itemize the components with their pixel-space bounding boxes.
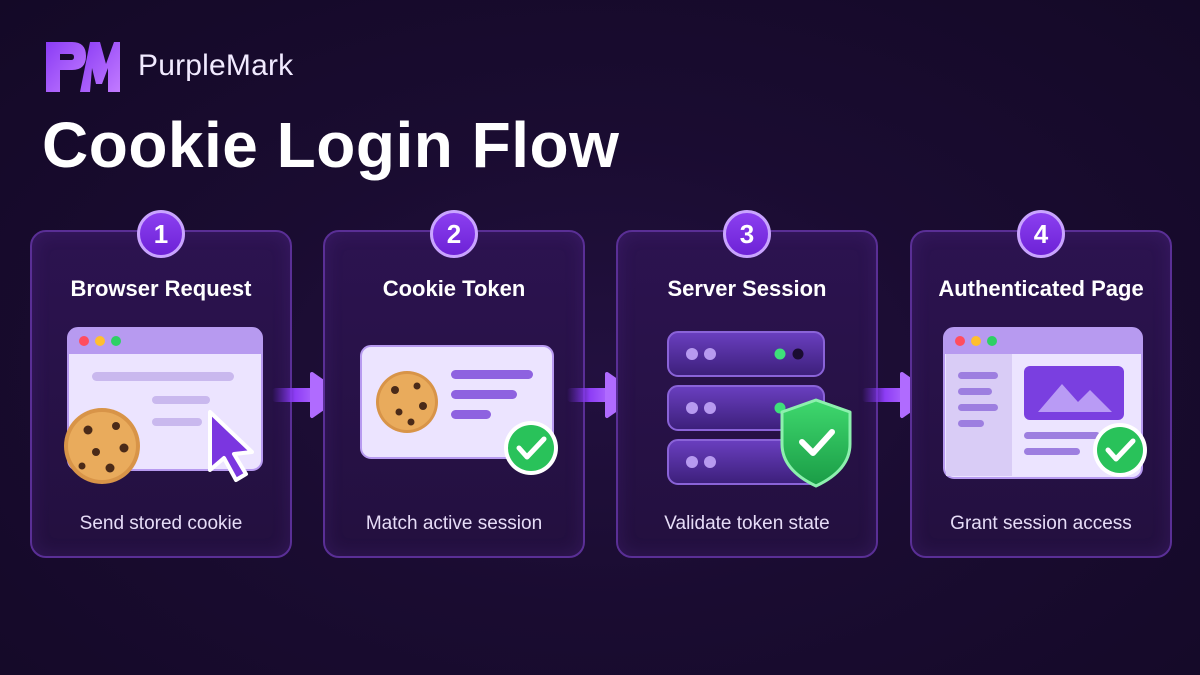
step-title: Server Session: [667, 276, 827, 301]
step-number-badge: 3: [723, 210, 771, 258]
brand: PurpleMark: [44, 38, 293, 94]
step-card-3: 3 Server Session Validate token state: [616, 210, 878, 558]
step-title: Browser Request: [70, 276, 252, 301]
step-caption: Validate token state: [664, 513, 830, 534]
step-number-badge: 1: [137, 210, 185, 258]
step-card-4: 4 Authenticated Page Grant session acces…: [910, 210, 1172, 558]
step-card-2: 2 Cookie Token Match active session: [323, 210, 585, 558]
authenticated-page-check-icon: [943, 327, 1147, 479]
purplemark-logo-icon: [46, 42, 120, 92]
step-caption: Match active session: [365, 513, 543, 534]
step-caption: Send stored cookie: [79, 513, 243, 534]
server-shield-check-icon: [667, 331, 852, 488]
browser-cookie-cursor-icon: [64, 327, 263, 484]
brand-name: PurpleMark: [138, 49, 294, 82]
cookie-token-check-icon: [360, 345, 558, 475]
step-title: Cookie Token: [382, 276, 526, 301]
step-number-badge: 4: [1017, 210, 1065, 258]
step-title: Authenticated Page: [938, 276, 1144, 301]
step-card-1: 1 Browser Request Send stored cookie: [30, 210, 292, 558]
step-caption: Grant session access: [950, 513, 1132, 534]
page-title: Cookie Login Flow: [42, 109, 620, 181]
step-number-badge: 2: [430, 210, 478, 258]
